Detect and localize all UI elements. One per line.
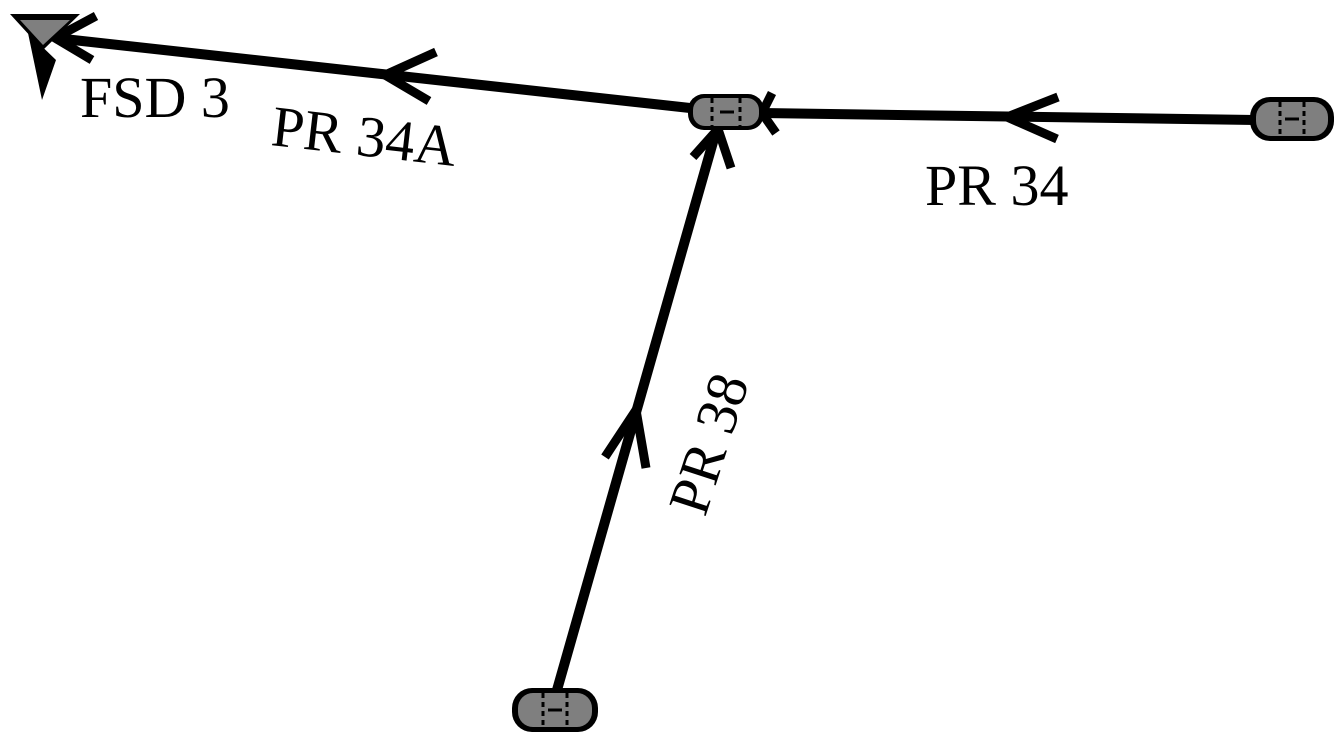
manhole-junction-icon[interactable]: [688, 94, 764, 130]
manhole-icon-east[interactable]: [1250, 97, 1334, 141]
manhole-icon-south[interactable]: [512, 688, 598, 732]
pipe-label-pr38: PR 38: [656, 365, 762, 522]
outlet-label: FSD 3: [80, 65, 230, 130]
pipe-label-pr34: PR 34: [925, 153, 1068, 218]
flow-arrow-pr38: [601, 398, 651, 469]
pipe-pr34a[interactable]: [54, 33, 691, 113]
pipe-label-pr34a: PR 34A: [269, 93, 461, 179]
flow-arrow-pr34a: [375, 47, 438, 105]
outlet-triangle-icon[interactable]: [10, 14, 80, 100]
flow-arrow-pr34: [995, 92, 1060, 144]
